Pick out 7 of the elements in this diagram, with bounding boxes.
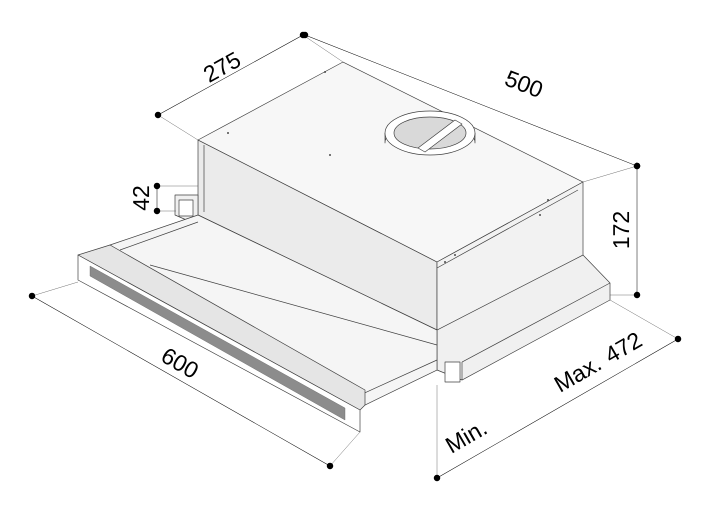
dimension-label: 600 <box>162 349 198 378</box>
dimension-label: 42 <box>132 186 150 210</box>
dimension-label: 500 <box>505 70 542 97</box>
dimension-label: 275 <box>204 52 240 83</box>
dimension-label: 172 <box>612 212 630 248</box>
dimension-label: Min. <box>445 426 488 454</box>
dimension-label: Max. 472 <box>554 333 643 392</box>
